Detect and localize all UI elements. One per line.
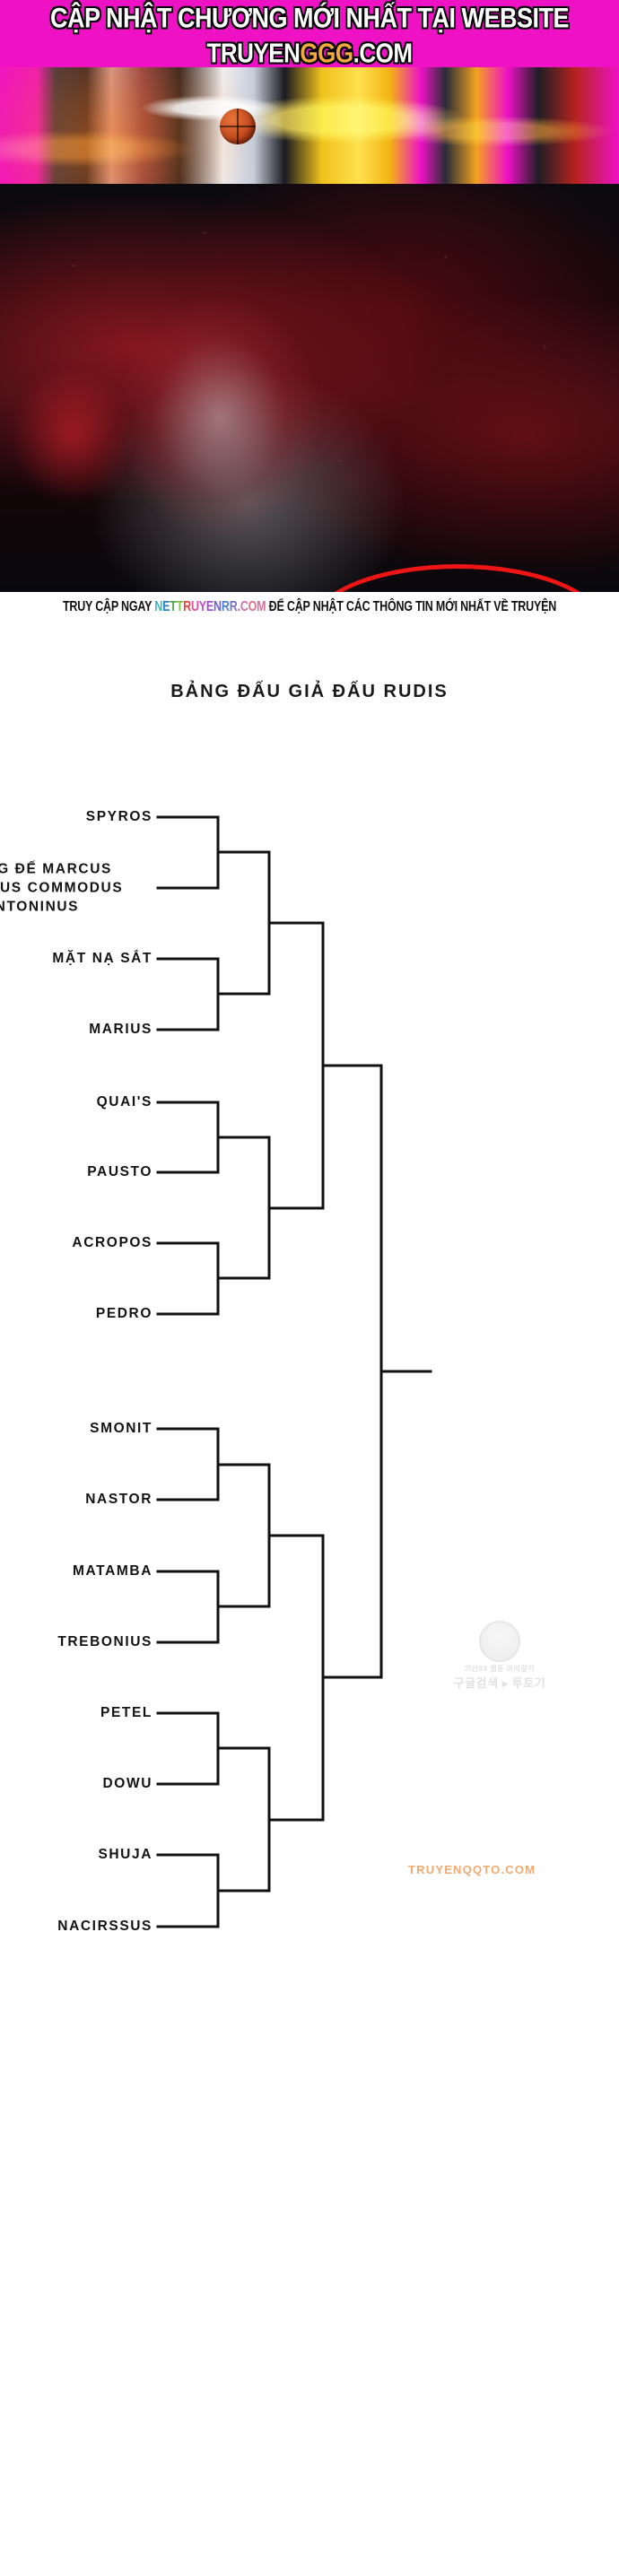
tournament-bracket-page: BẢNG ĐẤU GIẢ ĐẤU RUDIS <box>0 621 619 2576</box>
bracket-seed-label: NACIRSSUS <box>57 1919 153 1934</box>
bracket-seed-label: PETEL <box>100 1705 153 1720</box>
bracket-seed-label: MATAMBA <box>73 1563 153 1579</box>
notice-site-link[interactable]: NETTRUYENRR.COM <box>154 598 266 614</box>
bracket-seed-label: ACROPOS <box>72 1235 153 1250</box>
bracket-lines <box>156 815 432 1928</box>
dark-promo-banner: TRUY CẬP NETTRUYENRR.COM ĐỂ THEO DÕI NHI… <box>0 184 619 592</box>
smoke-effect <box>117 292 323 543</box>
promo-speech-bubble: TRUY CẬP NETTRUYENRR.COM ĐỂ THEO DÕI NHI… <box>310 564 606 592</box>
bracket-seed-label: SMONIT <box>90 1421 153 1436</box>
bracket-seed-label: TREBONIUS <box>57 1634 153 1649</box>
notice-prefix: TRUY CẬP NGAY <box>62 598 155 614</box>
bracket-seed-label: PAUSTO <box>87 1164 153 1179</box>
watermark-logo-bracket: 기안84 웹툰 마리갈기 구글검색 ▸ 투토기 <box>441 1621 558 1706</box>
promo-site-suffix: .COM <box>353 37 413 67</box>
promo-site-prefix: TRUYEN <box>206 37 301 67</box>
notice-text: TRUY CẬP NGAY NETTRUYENRR.COM ĐỂ CẬP NHẬ… <box>63 598 556 614</box>
bracket-seed-label: HOÀNG ĐẾ MARCUS AURELIUS COMMODUS ANTONI… <box>0 861 124 915</box>
mascot-icon <box>479 1621 520 1662</box>
promo-site-accent: GGG <box>300 37 353 67</box>
bracket-seed-label: MẶT NẠ SẮT <box>52 951 153 966</box>
notice-suffix: ĐỂ CẬP NHẬT CÁC THÔNG TIN MỚI NHẤT VỀ TR… <box>266 598 557 614</box>
bracket-seed-label: DOWU <box>102 1776 153 1791</box>
anime-collage-banner <box>0 67 619 184</box>
ghost-logo-sub: 기안84 웹툰 마리갈기 <box>464 1665 536 1673</box>
bracket-title: BẢNG ĐẤU GIẢ ĐẤU RUDIS <box>170 682 449 701</box>
bracket-seed-label: MARIUS <box>89 1022 153 1037</box>
promo-header-line2: TRUYENGGG.COM <box>207 37 413 67</box>
bracket-seed-label: QUAI'S <box>96 1094 153 1110</box>
bracket-seed-label: SPYROS <box>85 809 153 824</box>
notice-bar: TRUY CẬP NGAY NETTRUYENRR.COM ĐỂ CẬP NHẬ… <box>0 592 619 621</box>
promo-header-banner: CẬP NHẬT CHƯƠNG MỚI NHẤT TẠI WEBSITE TRU… <box>0 0 619 67</box>
bracket-watermark: TRUYENQQTO.COM <box>408 1863 536 1876</box>
bracket-seed-label: SHUJA <box>98 1847 153 1862</box>
promo-header-line1: CẬP NHẬT CHƯƠNG MỚI NHẤT TẠI WEBSITE <box>50 2 569 34</box>
bracket-seed-label: PEDRO <box>95 1306 153 1321</box>
ghost-logo-main: 구글검색 ▸ 투토기 <box>453 1676 546 1690</box>
red-glow-effect <box>9 363 135 507</box>
basketball-icon <box>220 109 256 144</box>
bracket-seed-label: NASTOR <box>85 1492 153 1507</box>
